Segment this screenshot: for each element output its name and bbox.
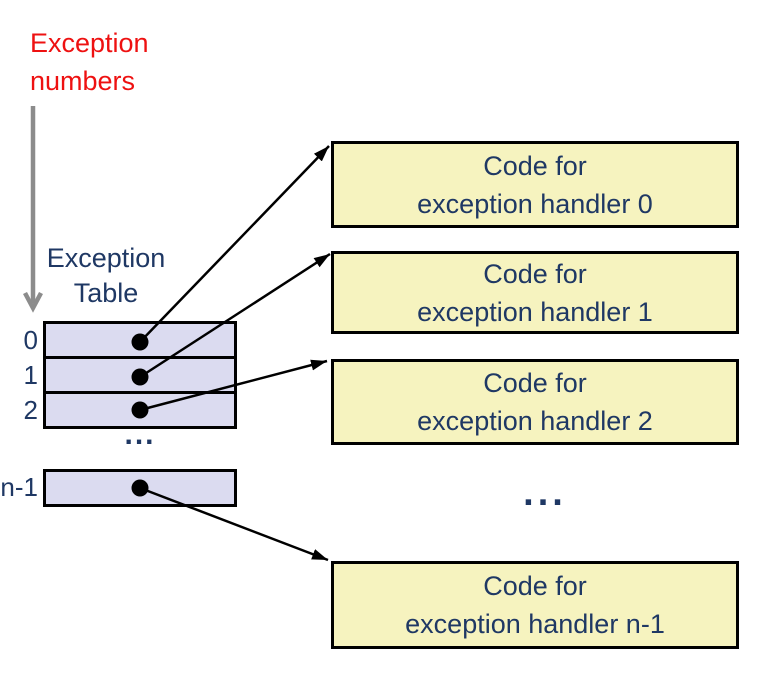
handler-box-n1-line1: Code for [483,571,587,601]
handler-box-1-line1: Code for [483,258,587,289]
exception-table-row-n1 [43,469,237,507]
handler-box-0: Code for exception handler 0 [331,141,739,228]
exception-numbers-label: Exception numbers [30,28,149,96]
handler-box-n1: Code for exception handler n-1 [331,561,739,649]
handlers-ellipsis: ... [523,472,567,514]
handler-box-2-line1: Code for [483,368,587,398]
exception-table-title: Exception Table [46,243,166,308]
row-label-1: 1 [23,360,38,390]
handler-box-0-line1: Code for [483,150,587,181]
exception-table-row-1 [43,356,237,394]
handler-box-n1-line2: exception handler n-1 [405,609,665,639]
table-ellipsis: ... [124,418,156,451]
row-label-n1: n-1 [0,472,38,502]
handler-box-2-line2: exception handler 2 [417,406,653,436]
handler-box-0-line2: exception handler 0 [417,188,653,219]
exception-table-row-0 [43,321,237,359]
handler-box-1-line2: exception handler 1 [417,296,653,327]
row-label-2: 2 [23,395,38,425]
handler-box-2: Code for exception handler 2 [331,359,739,445]
handler-box-1: Code for exception handler 1 [331,251,739,334]
row-label-0: 0 [23,325,38,355]
